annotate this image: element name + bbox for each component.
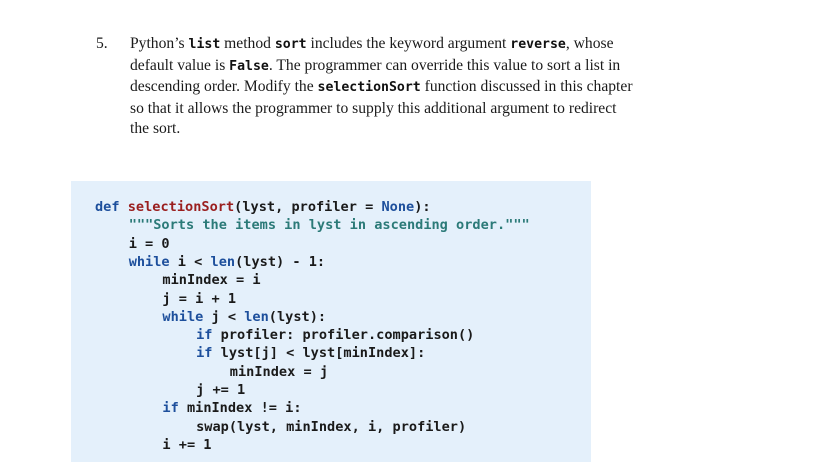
- code-token: j += 1: [196, 382, 246, 398]
- exercise-text: Python’s list method sort includes the k…: [130, 34, 706, 140]
- exercise-text-run: method: [220, 35, 275, 52]
- code-token: (lyst):: [268, 308, 327, 325]
- code-token: swap(lyst, minIndex, i, profiler): [196, 418, 467, 435]
- code-listing: def selectionSort(lyst, profiler = None)…: [71, 181, 591, 462]
- code-token: lyst[j] < lyst[minIndex]:: [212, 345, 426, 362]
- exercise-number: 5.: [96, 35, 108, 52]
- code-token: minIndex != i:: [178, 400, 302, 417]
- exercise-text-run: Python’s: [130, 35, 189, 52]
- code-token: if: [162, 400, 179, 417]
- code-line: """Sorts the items in lyst in ascending …: [129, 216, 530, 234]
- code-token: i = 0: [128, 235, 170, 252]
- code-token: while: [162, 308, 204, 325]
- exercise-text-run: so that it allows the programmer to supp…: [130, 99, 617, 117]
- code-token: j = i + 1: [162, 290, 237, 307]
- exercise-text-run: , whose: [565, 35, 614, 52]
- code-line: i = 0: [129, 235, 170, 253]
- code-token: ):: [414, 199, 431, 215]
- exercise-text-run: descending order. Modify the: [130, 78, 318, 96]
- code-token: while: [128, 253, 170, 270]
- code-token: profiler: profiler.comparison(): [212, 327, 475, 344]
- inline-code: sort: [274, 37, 307, 52]
- code-line: def selectionSort(lyst, profiler = None)…: [95, 198, 431, 216]
- code-token: selectionSort: [127, 199, 235, 215]
- code-line: minIndex = j: [230, 363, 328, 381]
- code-token: i += 1: [162, 436, 212, 453]
- code-token: def: [95, 199, 128, 215]
- code-line: if profiler: profiler.comparison(): [196, 326, 474, 344]
- exercise-text-run: includes the keyword argument: [306, 35, 511, 52]
- code-line: j += 1: [196, 381, 245, 399]
- exercise-line: descending order. Modify the selectionSo…: [130, 77, 706, 99]
- code-token: (lyst) - 1:: [235, 253, 326, 270]
- code-line: minIndex = i: [162, 271, 260, 289]
- code-token: i <: [169, 253, 211, 270]
- exercise-text-run: default value is: [130, 56, 230, 74]
- inline-code: reverse: [510, 37, 566, 52]
- code-line: if lyst[j] < lyst[minIndex]:: [196, 344, 425, 362]
- code-token: minIndex = i: [162, 272, 261, 289]
- exercise-text-run: . The programmer can override this value…: [268, 56, 621, 74]
- exercise-text-run: function discussed in this chapter: [420, 78, 633, 96]
- code-token: len: [244, 308, 269, 325]
- inline-code: list: [188, 37, 221, 52]
- code-token: j <: [203, 308, 245, 325]
- code-token: minIndex = j: [229, 363, 329, 380]
- code-token: if: [196, 327, 213, 344]
- code-line: j = i + 1: [162, 290, 236, 308]
- inline-code: False: [229, 58, 269, 74]
- inline-code: selectionSort: [317, 80, 421, 96]
- exercise-line: so that it allows the programmer to supp…: [130, 99, 706, 120]
- exercise-line: Python’s list method sort includes the k…: [130, 34, 706, 56]
- code-token: None: [381, 199, 415, 215]
- exercise-line: default value is False. The programmer c…: [130, 56, 706, 78]
- code-token: len: [210, 253, 236, 270]
- code-token: """Sorts the items in lyst in ascending …: [128, 217, 530, 234]
- exercise-line: the sort.: [130, 119, 706, 140]
- code-token: if: [196, 345, 213, 362]
- exercise-text-run: the sort.: [130, 120, 181, 138]
- code-line: while j < len(lyst):: [162, 308, 326, 326]
- code-token: (lyst, profiler =: [234, 199, 382, 215]
- code-line: swap(lyst, minIndex, i, profiler): [196, 418, 466, 436]
- code-line: i += 1: [162, 436, 211, 454]
- code-line: while i < len(lyst) - 1:: [129, 253, 325, 271]
- code-line: if minIndex != i:: [162, 399, 301, 417]
